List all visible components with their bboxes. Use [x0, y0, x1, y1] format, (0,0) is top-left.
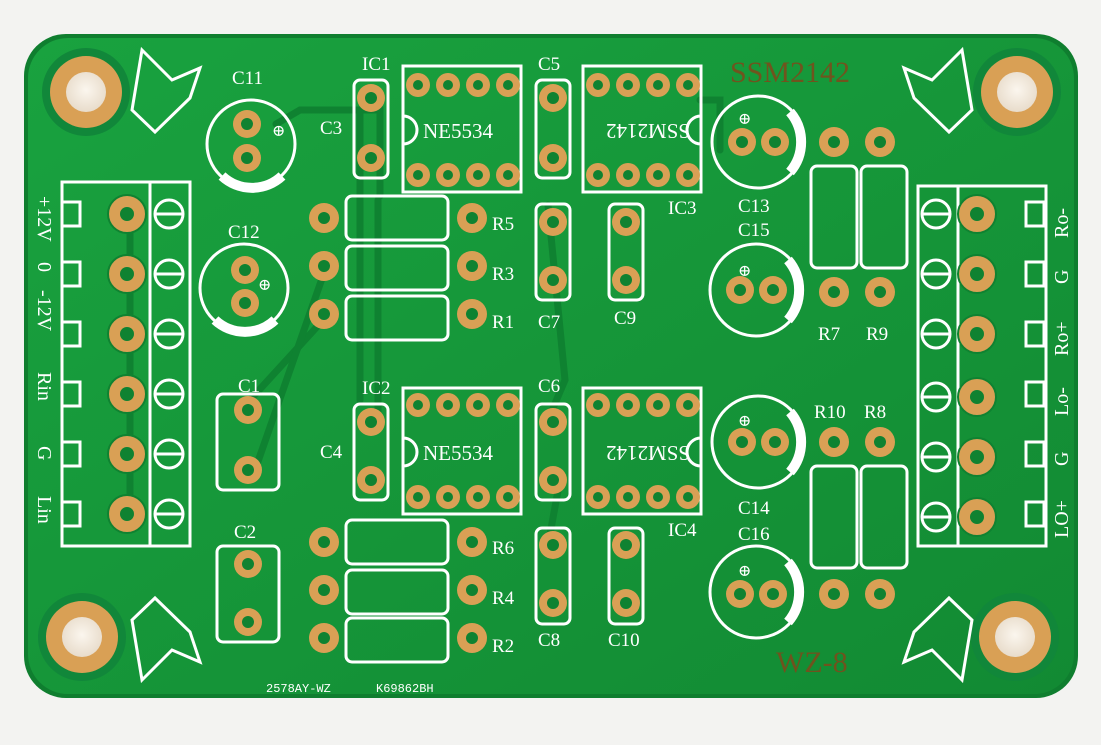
label-c11: C11	[232, 68, 263, 89]
terminal-label-g: G	[1051, 452, 1073, 466]
label-c7: C7	[538, 312, 560, 333]
label-c2: C2	[234, 522, 256, 543]
screw-icon	[130, 595, 203, 684]
label-ic4: IC4	[668, 520, 697, 541]
label-c9: C9	[614, 308, 636, 329]
label-r10: R10	[814, 402, 846, 423]
terminal-label-g: G	[1051, 270, 1073, 284]
terminal-label-plus12v: +12V	[33, 196, 55, 242]
label-ic3-part: SSM2142	[606, 119, 690, 143]
label-c12: C12	[228, 222, 260, 243]
terminal-block-left	[60, 180, 192, 548]
label-c6: C6	[538, 376, 560, 397]
mount-hole-top-right	[973, 48, 1061, 136]
capacitor-c16	[708, 544, 805, 640]
terminal-label-ro-plus: Ro+	[1051, 321, 1073, 356]
ic-footprints	[401, 64, 703, 516]
label-c14: C14	[738, 498, 770, 519]
resistor-footprints	[344, 164, 909, 664]
terminal-label-lin: Lin	[33, 496, 55, 524]
board-code-left: 2578AY-WZ	[266, 682, 331, 696]
capacitor-c13	[710, 94, 807, 190]
screw-icon	[130, 46, 203, 135]
label-c15: C15	[738, 220, 770, 241]
label-c5: C5	[538, 54, 560, 75]
label-r2: R2	[492, 636, 514, 657]
label-c4: C4	[320, 442, 343, 463]
capacitor-c12	[198, 242, 290, 337]
polarity-mark-icon: ⊕	[738, 563, 751, 580]
resistor-pads	[309, 127, 895, 653]
label-ic4-part: SSM2142	[606, 441, 690, 465]
terminal-label-g: G	[33, 446, 55, 460]
terminal-label-lo-plus: LO+	[1051, 500, 1073, 538]
mount-hole-bottom-right	[971, 593, 1059, 681]
label-ic1-part: NE5534	[423, 119, 493, 143]
label-c3: C3	[320, 118, 342, 139]
label-r3: R3	[492, 264, 514, 285]
label-r8: R8	[864, 402, 886, 423]
terminal-label-rin: Rin	[33, 372, 55, 401]
film-capacitors	[215, 78, 645, 644]
polarity-mark-icon: ⊕	[738, 413, 751, 430]
capacitor-c14	[710, 394, 807, 490]
label-c16: C16	[738, 524, 770, 545]
screw-icon	[901, 46, 974, 135]
capacitor-c15	[708, 242, 805, 338]
label-r9: R9	[866, 324, 888, 345]
label-r7: R7	[818, 324, 840, 345]
copper-marking-wz8: WZ-8	[776, 646, 848, 679]
label-ic2: IC2	[362, 378, 391, 399]
label-ic1: IC1	[362, 54, 391, 75]
label-c8: C8	[538, 630, 560, 651]
screw-icon	[901, 595, 974, 684]
label-c1: C1	[238, 376, 260, 397]
polarity-mark-icon: ⊕	[738, 111, 751, 128]
label-r6: R6	[492, 538, 514, 559]
label-r1: R1	[492, 312, 514, 333]
polarity-mark-icon: ⊕	[258, 277, 271, 294]
capacitor-c11	[205, 98, 297, 193]
terminal-block-right	[916, 184, 1048, 548]
label-c13: C13	[738, 196, 770, 217]
film-capacitor-pads	[234, 84, 640, 636]
label-c10: C10	[608, 630, 640, 651]
ic-pads	[406, 73, 700, 509]
label-ic3: IC3	[668, 198, 697, 219]
mount-hole-bottom-left	[38, 593, 126, 681]
terminal-label-minus12v: -12V	[33, 290, 55, 332]
polarity-mark-icon: ⊕	[272, 123, 285, 140]
terminal-label-zero: 0	[33, 262, 55, 272]
terminal-label-lo-minus: Lo-	[1051, 387, 1073, 416]
mount-hole-top-left	[42, 48, 130, 136]
label-ic2-part: NE5534	[423, 441, 493, 465]
terminal-label-ro-minus: Ro-	[1051, 208, 1073, 238]
polarity-mark-icon: ⊕	[738, 263, 751, 280]
label-r5: R5	[492, 214, 514, 235]
label-r4: R4	[492, 588, 515, 609]
copper-marking-ssm2142: SSM2142	[730, 56, 850, 89]
board-code-right: K69862BH	[376, 682, 434, 696]
